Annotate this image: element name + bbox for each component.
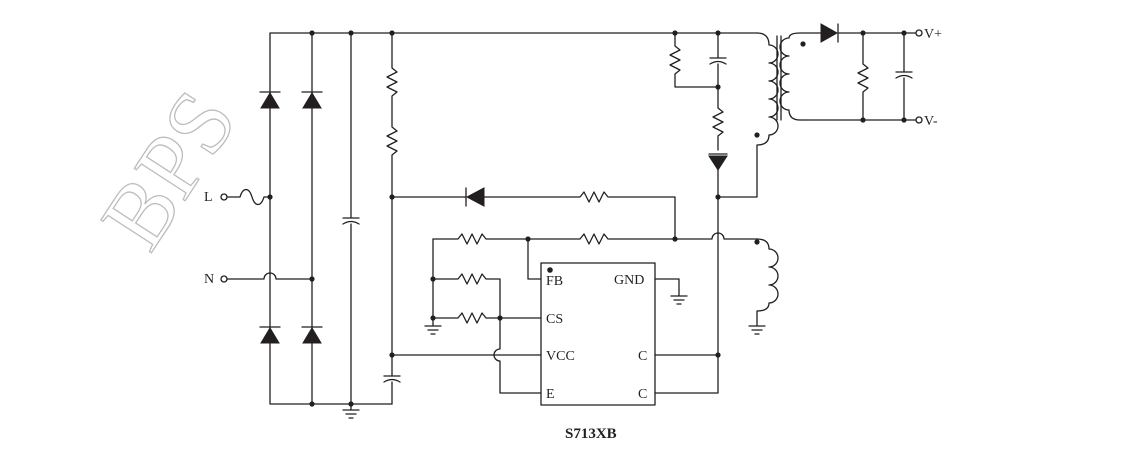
watermark: BPS (81, 73, 256, 266)
fuse (226, 188, 271, 206)
startup-network (383, 30, 401, 405)
vminus-terminal (915, 116, 923, 124)
bridge-diode-2 (301, 91, 323, 109)
ic-s713xb: FB GND CS VCC C E C S713XB (540, 262, 656, 442)
bulk-capacitor (342, 30, 360, 419)
current-sense (424, 312, 542, 394)
transformer-primary (717, 32, 779, 198)
bridge-rectifier (259, 30, 393, 407)
pin-fb-label: FB (546, 274, 563, 289)
aux-feedback (391, 187, 678, 242)
fb-divider (430, 232, 758, 321)
collector-wires (654, 352, 721, 394)
vplus-terminal (915, 29, 923, 37)
bridge-diode-4 (301, 326, 323, 344)
output-diode (820, 23, 839, 43)
pin-vcc-label: VCC (546, 349, 575, 364)
rcd-snubber (669, 30, 728, 356)
pin-e-label: E (546, 387, 555, 402)
pin-c2-label: C (638, 387, 647, 402)
pin-c1-label: C (638, 349, 647, 364)
neutral-terminal (220, 275, 228, 283)
neutral-input-label: N (204, 272, 214, 287)
ic-part-number: S713XB (565, 426, 617, 442)
ac-input: L N (204, 188, 313, 287)
bridge-diode-3 (259, 326, 281, 344)
line-terminal (220, 193, 228, 201)
bridge-diode-1 (259, 91, 281, 109)
output-positive-label: V+ (924, 27, 942, 42)
line-input-label: L (204, 190, 213, 205)
pin-cs-label: CS (546, 312, 563, 327)
output-negative-label: V- (924, 114, 938, 129)
pin-gnd-label: GND (614, 273, 644, 288)
aux-winding (748, 238, 779, 335)
secondary-output: V+ V- (779, 23, 942, 129)
